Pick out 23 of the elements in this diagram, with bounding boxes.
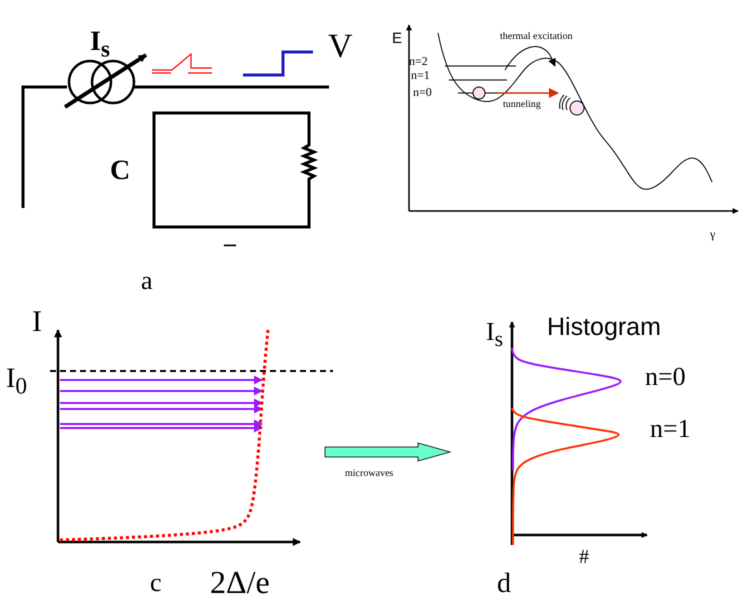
axis-label: γ <box>710 228 716 240</box>
axis-label: 2Δ/e <box>210 566 270 598</box>
level-label: n=1 <box>411 69 430 81</box>
annotation: tunneling <box>503 100 541 110</box>
current-source-label: I$_{s}$ <box>90 28 110 62</box>
panel-label: a <box>141 268 153 294</box>
panel-label: d <box>497 570 511 598</box>
chart-title: Histogram <box>547 315 661 340</box>
annotation: thermal excitation <box>500 32 572 42</box>
axis-label: E <box>392 31 402 46</box>
peak-label: n=1 <box>650 416 691 442</box>
panel-label: c <box>150 570 162 596</box>
axis-label: # <box>579 547 589 567</box>
axis-label: I <box>32 307 42 337</box>
annotation: microwaves <box>345 469 394 479</box>
level-label: n=0 <box>413 86 432 98</box>
axis-label: I$_{0}$ <box>6 365 27 399</box>
voltage-label: V <box>328 30 353 64</box>
peak-label: n=0 <box>645 364 686 390</box>
axis-label: I$_{s}$ <box>486 319 504 351</box>
minus-sign: – <box>224 232 236 256</box>
level-label: n=2 <box>409 55 428 67</box>
capacitance-label: C <box>110 157 130 185</box>
